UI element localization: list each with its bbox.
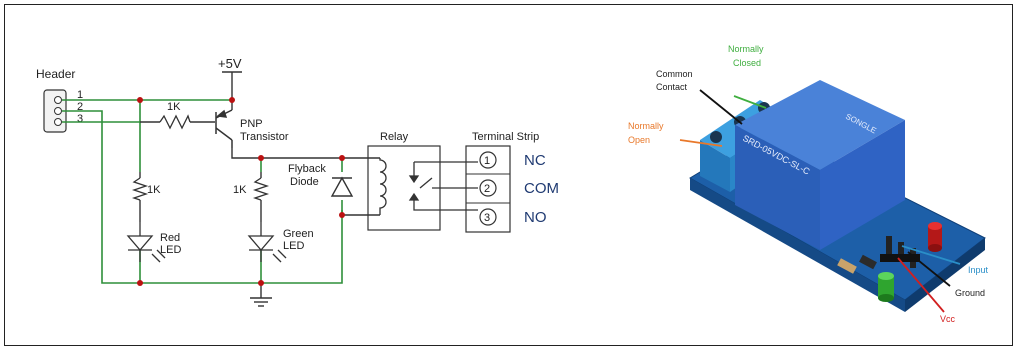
base-resistor-label: 1K: [167, 101, 181, 113]
ground-label: Ground: [955, 288, 985, 298]
pin-1-label: 1: [77, 89, 83, 101]
input-label: Input: [968, 265, 989, 275]
green-resistor: [252, 177, 270, 201]
pin-1-dot: [54, 96, 62, 104]
pin-3-dot: [54, 118, 62, 126]
relay-coil: [379, 158, 387, 215]
pin-3-label: 3: [77, 113, 83, 125]
red-led: [126, 222, 166, 263]
junctions: [137, 97, 345, 286]
green-led-photo: [878, 272, 894, 302]
common-contact-label-2: Contact: [656, 82, 688, 92]
red-led-label-1: Red: [160, 232, 180, 244]
pin-2-dot: [54, 107, 62, 115]
terminal-no-label: NO: [524, 209, 547, 226]
terminal-nc-label: NC: [524, 152, 546, 169]
callout-lines: [679, 89, 961, 313]
vcc-label: Vcc: [940, 314, 956, 324]
schematic: Header 1 2 3: [36, 56, 559, 307]
relay-contacts: [408, 161, 478, 211]
dark-wires: [139, 72, 380, 298]
terminal-com-label: COM: [524, 180, 559, 197]
relay-module-illustration: SONGLE SRD-05VDC-SL-C: [628, 44, 989, 324]
common-contact-label-1: Common: [656, 69, 693, 79]
header-label: Header: [36, 67, 75, 81]
terminal-strip-label: Terminal Strip: [472, 131, 539, 143]
terminal-number-2: 2: [484, 183, 490, 195]
transistor-label-2: Transistor: [240, 131, 289, 143]
header-pins-photo: [880, 236, 920, 268]
green-led-label-1: Green: [283, 228, 314, 240]
flyback-label-2: Diode: [290, 176, 319, 188]
red-led-photo: [928, 222, 942, 252]
resistor-photo: [837, 258, 857, 274]
pnp-transistor: [215, 109, 233, 148]
flyback-label-1: Flyback: [288, 163, 326, 175]
flyback-diode: [330, 176, 354, 197]
supply-label: +5V: [218, 56, 242, 71]
ground-symbol: [250, 297, 272, 307]
red-led-label-2: LED: [160, 244, 181, 256]
normally-open-label-2: Open: [628, 135, 650, 145]
wires: [62, 99, 343, 284]
red-resistor: [131, 177, 149, 201]
pin-2-label: 2: [77, 101, 83, 113]
transistor-photo: [859, 254, 877, 270]
terminal-screws: [479, 151, 497, 226]
terminal-number-1: 1: [484, 155, 490, 167]
transistor-label-1: PNP: [240, 118, 263, 130]
terminal-strip-box: [465, 145, 511, 233]
normally-closed-label-2: Closed: [733, 58, 761, 68]
pcb-edge: [690, 178, 905, 312]
normally-open-label-1: Normally: [628, 121, 664, 131]
green-led-label-2: LED: [283, 240, 304, 252]
relay-label: Relay: [380, 131, 409, 143]
terminal-number-3: 3: [484, 212, 490, 224]
green-led: [247, 222, 287, 263]
green-resistor-label: 1K: [233, 184, 247, 196]
relay-body: SONGLE SRD-05VDC-SL-C: [735, 80, 905, 250]
red-resistor-label: 1K: [147, 184, 161, 196]
normally-closed-label-1: Normally: [728, 44, 764, 54]
base-resistor: [159, 114, 191, 130]
